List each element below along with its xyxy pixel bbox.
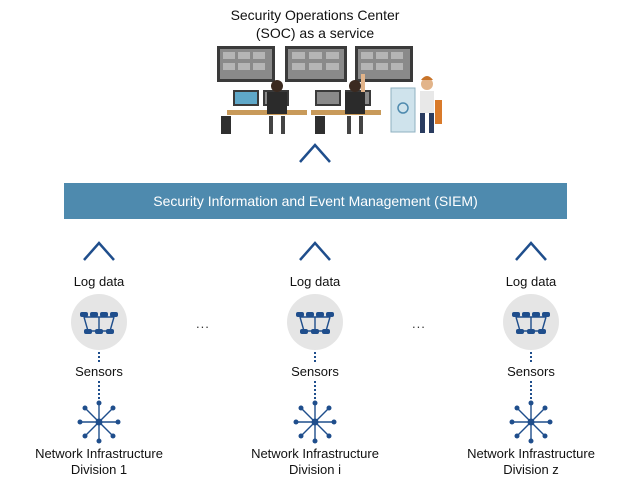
- chevron-up-icon: [299, 241, 331, 261]
- network-label-line1: Network Infrastructure: [35, 446, 163, 461]
- network-label-z: Network Infrastructure Division z: [451, 446, 611, 478]
- siem-label: Security Information and Event Managemen…: [153, 193, 478, 209]
- ellipsis: ...: [412, 316, 426, 331]
- soc-title-line2: (SOC) as a service: [255, 25, 375, 41]
- sensor-array-icon: [71, 294, 127, 350]
- dotted-connector: [530, 381, 532, 399]
- dotted-connector: [98, 352, 100, 362]
- soc-operators-illustration: [217, 46, 442, 134]
- log-data-label: Log data: [73, 274, 125, 289]
- network-hub-icon: [509, 400, 553, 444]
- network-label-line1: Network Infrastructure: [467, 446, 595, 461]
- soc-title-line1: Security Operations Center: [230, 7, 400, 23]
- log-data-label: Log data: [505, 274, 557, 289]
- network-label-line1: Network Infrastructure: [251, 446, 379, 461]
- dotted-connector: [314, 381, 316, 399]
- dotted-connector: [530, 352, 532, 362]
- chevron-up-icon: [299, 143, 331, 163]
- sensor-array-icon: [503, 294, 559, 350]
- network-hub-icon: [293, 400, 337, 444]
- network-label-i: Network Infrastructure Division i: [235, 446, 395, 478]
- chevron-up-icon: [83, 241, 115, 261]
- sensors-label: Sensors: [507, 364, 555, 379]
- network-label-1: Network Infrastructure Division 1: [19, 446, 179, 478]
- sensor-array-icon: [287, 294, 343, 350]
- network-label-line2: Division 1: [70, 462, 128, 477]
- network-label-line2: Division z: [503, 462, 559, 477]
- log-data-label: Log data: [289, 274, 341, 289]
- network-hub-icon: [77, 400, 121, 444]
- siem-bar: Security Information and Event Managemen…: [64, 183, 567, 219]
- sensors-label: Sensors: [291, 364, 339, 379]
- ellipsis: ...: [196, 316, 210, 331]
- sensors-label: Sensors: [75, 364, 123, 379]
- network-label-line2: Division i: [288, 462, 341, 477]
- dotted-connector: [98, 381, 100, 399]
- soc-title: Security Operations Center (SOC) as a se…: [165, 6, 465, 42]
- chevron-up-icon: [515, 241, 547, 261]
- dotted-connector: [314, 352, 316, 362]
